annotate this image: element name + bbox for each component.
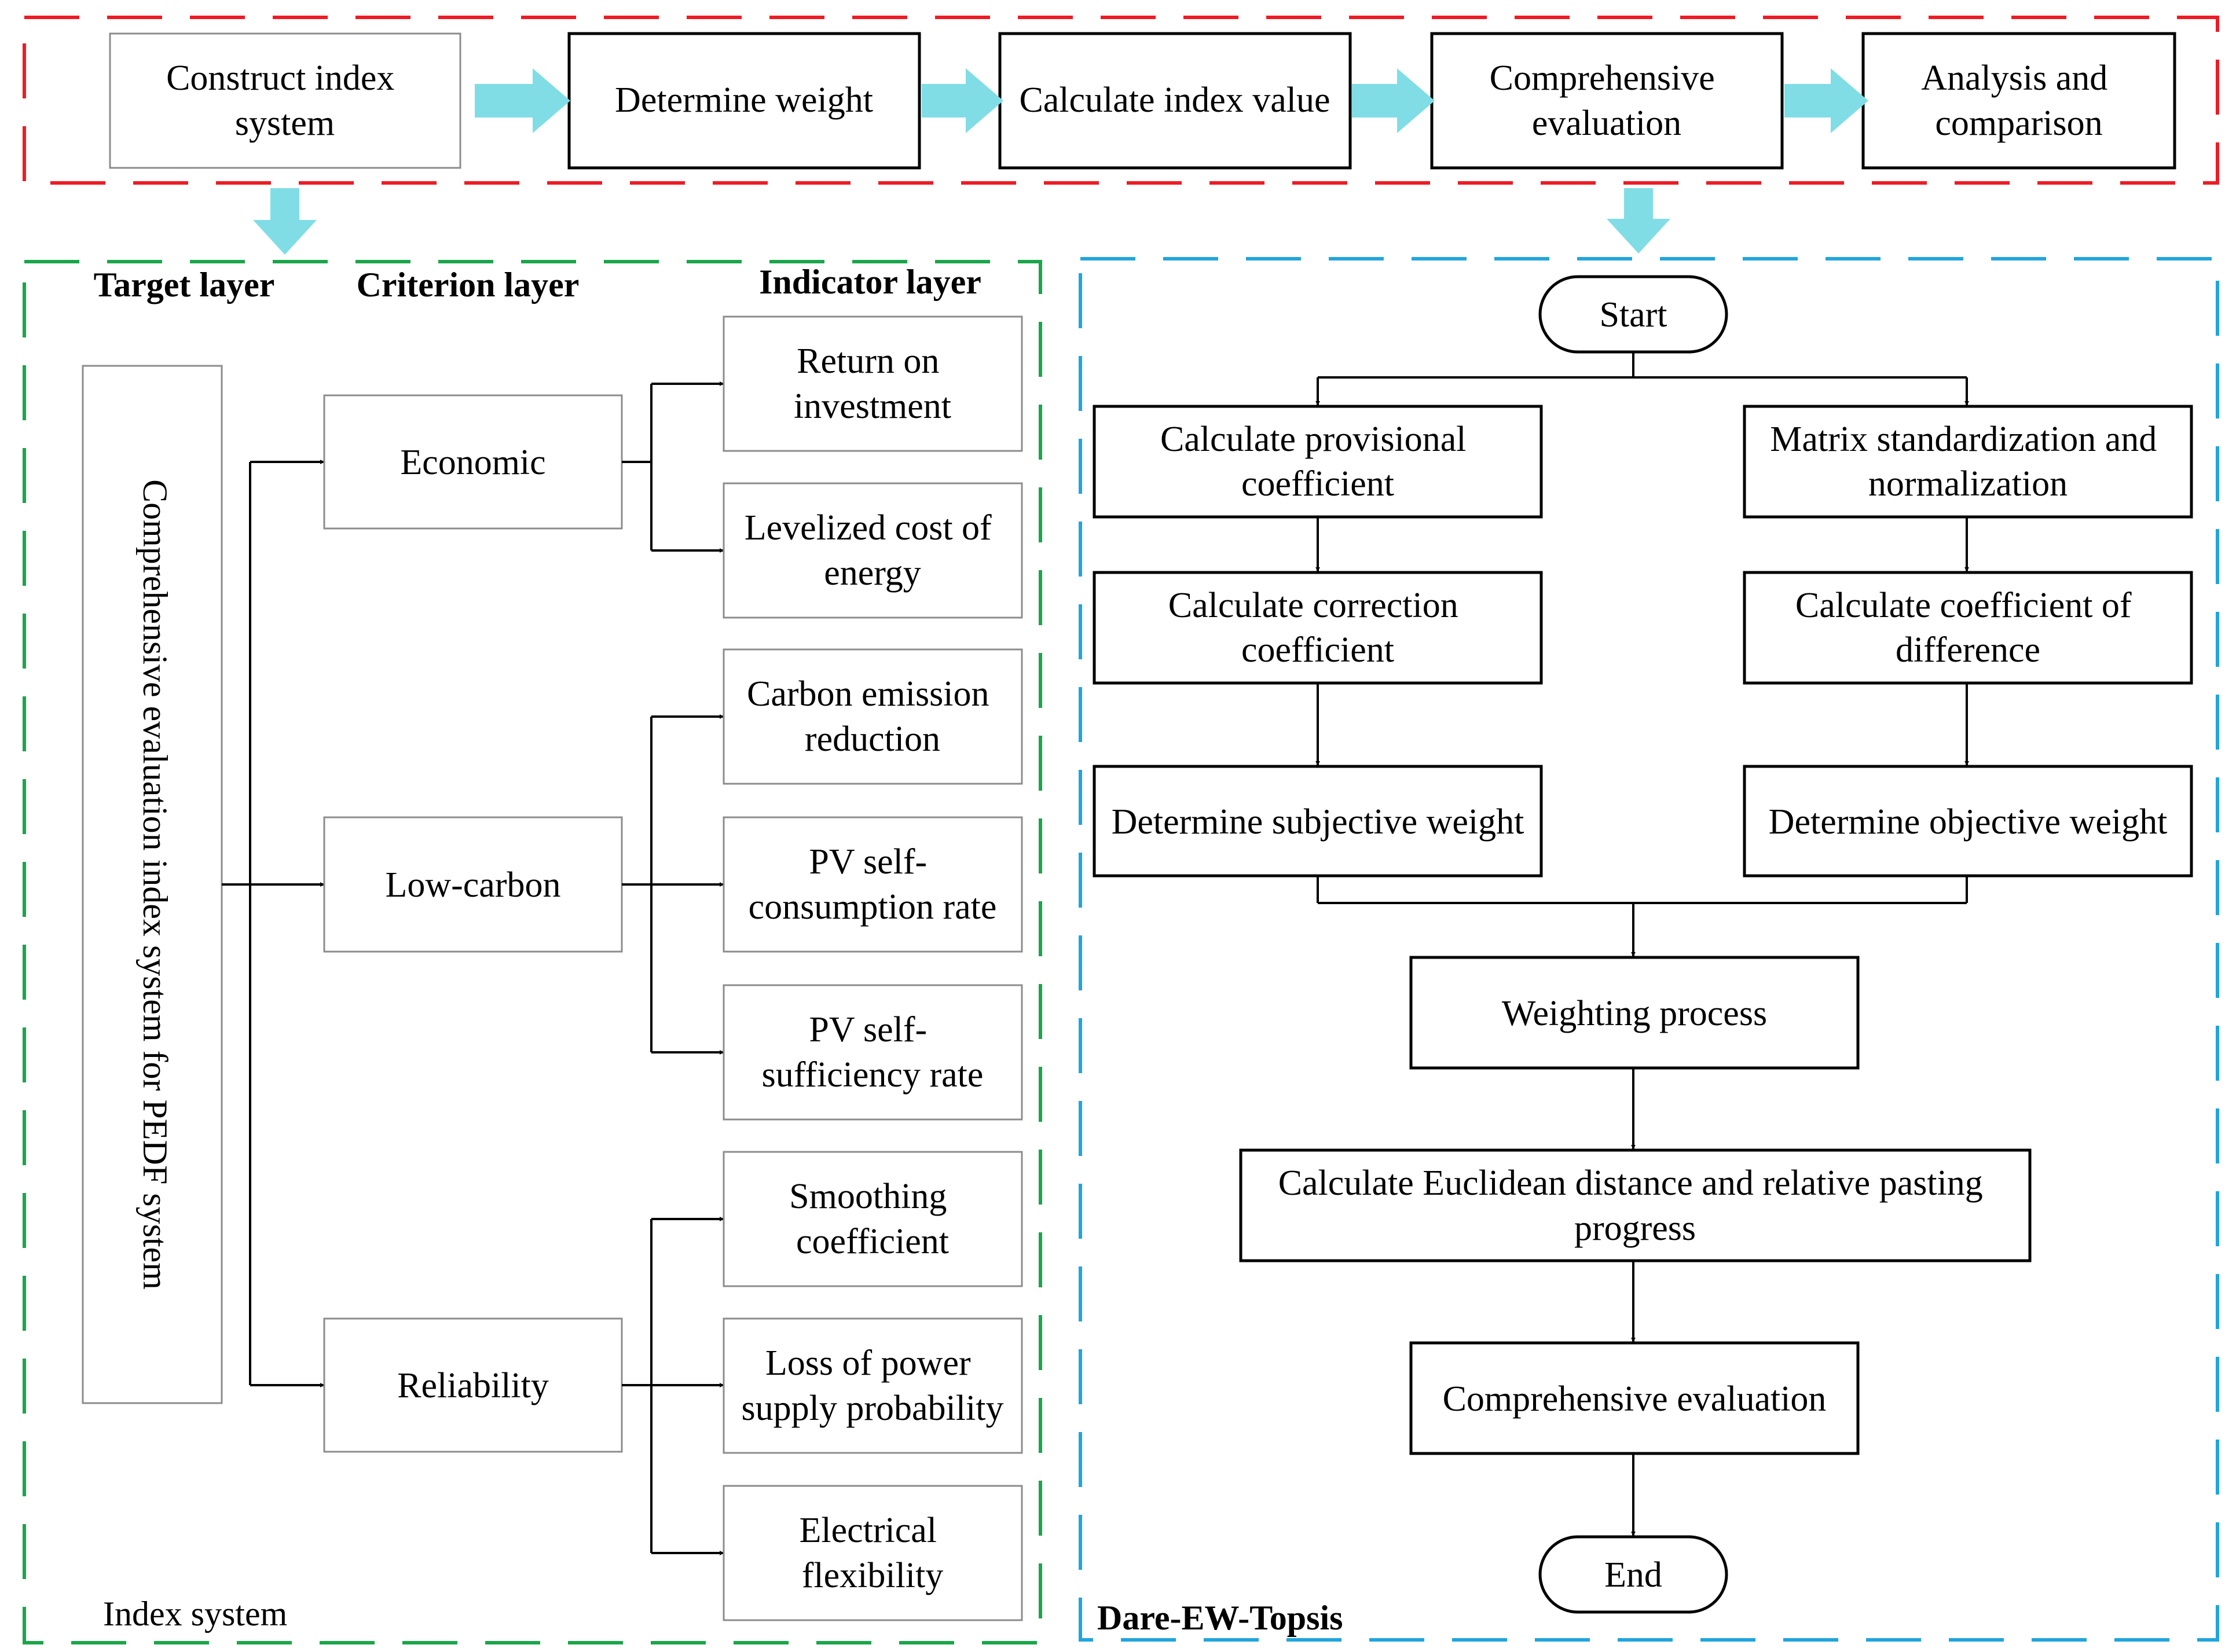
target-layer-label: Comprehensive evaluation index system fo… bbox=[136, 479, 174, 1290]
process-step-determine-weight: Determine weight bbox=[567, 32, 921, 170]
flow-connectors bbox=[1315, 352, 1969, 1536]
indicator-label: Levelized cost of energy bbox=[745, 508, 1000, 593]
indicator-box-electrical-flexibility: Electrical flexibility bbox=[723, 1485, 1023, 1621]
start-label: Start bbox=[1599, 295, 1667, 335]
flow-box-label: Weighting process bbox=[1502, 994, 1767, 1033]
process-step-label: Construct index system bbox=[166, 58, 404, 143]
criterion-label: Economic bbox=[400, 443, 545, 482]
indicator-label: Loss of power supply probability bbox=[742, 1343, 1004, 1428]
process-step-label: Analysis and comparison bbox=[1921, 58, 2117, 143]
criterion-box-low-carbon: Low-carbon bbox=[323, 816, 623, 953]
criteria-to-indicator-connectors bbox=[622, 381, 724, 1555]
down-arrow-icon bbox=[253, 188, 317, 255]
target-layer-box: Comprehensive evaluation index system fo… bbox=[82, 365, 223, 1404]
flow-box-comprehensive-evaluation: Comprehensive evaluation bbox=[1409, 1341, 1860, 1455]
indicator-box-loss-of-power-supply-probability: Loss of power supply probability bbox=[723, 1317, 1023, 1454]
flow-box-label: Calculate coefficient of difference bbox=[1795, 586, 2140, 670]
flow-box-calculate-provisional-coefficient: Calculate provisional coefficient bbox=[1093, 405, 1543, 519]
indicator-label: Carbon emission reduction bbox=[747, 674, 998, 759]
indicator-box-pv-self-consumption-rate: PV self- consumption rate bbox=[723, 816, 1023, 953]
indicator-box-pv-self-sufficiency-rate: PV self- sufficiency rate bbox=[723, 984, 1023, 1121]
indicator-label: Electrical flexibility bbox=[800, 1511, 946, 1595]
process-step-construct-index-system: Construct index system bbox=[109, 32, 461, 169]
criterion-label: Reliability bbox=[397, 1366, 549, 1405]
process-arrow-icon bbox=[1784, 68, 1868, 133]
indicator-box-smoothing-coefficient: Smoothing coefficient bbox=[723, 1151, 1023, 1287]
target-to-criteria-connectors bbox=[222, 460, 325, 1387]
flow-box-euclidean-distance: Calculate Euclidean distance and relativ… bbox=[1239, 1148, 2032, 1262]
process-step-calculate-index-value: Calculate index value bbox=[998, 32, 1352, 170]
indicator-label: Return on investment bbox=[794, 342, 951, 426]
indicator-layer-header: Indicator layer bbox=[759, 263, 981, 301]
target-layer-header: Target layer bbox=[94, 266, 275, 304]
flow-box-label: Matrix standardization and normalization bbox=[1770, 420, 2166, 504]
process-arrow-icon bbox=[475, 68, 570, 133]
process-arrow-icon bbox=[922, 68, 1003, 133]
flow-box-weighting-process: Weighting process bbox=[1409, 956, 1860, 1070]
flow-box-label: Comprehensive evaluation bbox=[1443, 1379, 1827, 1419]
indicator-label: PV self- consumption rate bbox=[749, 842, 997, 927]
flow-box-label: Calculate provisional coefficient bbox=[1160, 420, 1475, 504]
indicator-box-levelized-cost-of-energy: Levelized cost of energy bbox=[723, 482, 1023, 619]
flow-box-calculate-coefficient-of-difference: Calculate coefficient of difference bbox=[1743, 571, 2193, 685]
process-step-comprehensive-evaluation: Comprehensive evaluation bbox=[1430, 32, 1784, 170]
criterion-layer-header: Criterion layer bbox=[357, 266, 580, 304]
flow-box-determine-objective-weight: Determine objective weight bbox=[1743, 765, 2193, 878]
process-step-label: Comprehensive evaluation bbox=[1490, 58, 1724, 143]
flow-box-matrix-standardization: Matrix standardization and normalization bbox=[1743, 405, 2193, 519]
flow-box-label: Calculate correction coefficient bbox=[1168, 586, 1467, 670]
index-system-section-label: Index system bbox=[103, 1595, 287, 1633]
flow-box-calculate-correction-coefficient: Calculate correction coefficient bbox=[1093, 571, 1543, 685]
indicator-box-carbon-emission-reduction: Carbon emission reduction bbox=[723, 648, 1023, 785]
flow-end-terminal: End bbox=[1538, 1535, 1728, 1614]
end-label: End bbox=[1604, 1555, 1662, 1595]
index-system-section-frame bbox=[23, 260, 1042, 1644]
flow-box-label: Determine subjective weight bbox=[1112, 802, 1524, 842]
flow-box-determine-subjective-weight: Determine subjective weight bbox=[1093, 765, 1543, 878]
indicator-label: Smoothing coefficient bbox=[789, 1177, 956, 1261]
criterion-box-economic: Economic bbox=[323, 394, 623, 530]
flow-start-terminal: Start bbox=[1538, 275, 1728, 354]
method-section-frame bbox=[1079, 257, 2219, 1642]
process-step-label: Determine weight bbox=[615, 80, 873, 120]
down-arrow-icon bbox=[1607, 188, 1670, 254]
indicator-box-return-on-investment: Return on investment bbox=[723, 315, 1023, 452]
criterion-label: Low-carbon bbox=[386, 865, 561, 905]
criterion-box-reliability: Reliability bbox=[323, 1317, 623, 1453]
process-arrow-icon bbox=[1352, 68, 1435, 133]
flow-box-label: Determine objective weight bbox=[1769, 802, 2168, 842]
process-step-label: Calculate index value bbox=[1019, 80, 1330, 120]
method-section-label: Dare-EW-Topsis bbox=[1097, 1599, 1343, 1637]
indicator-label: PV self- sufficiency rate bbox=[762, 1010, 984, 1095]
process-section-frame bbox=[23, 16, 2219, 185]
flow-box-label: Calculate Euclidean distance and relativ… bbox=[1278, 1163, 1992, 1248]
process-step-analysis-and-comparison: Analysis and comparison bbox=[1861, 32, 2176, 170]
